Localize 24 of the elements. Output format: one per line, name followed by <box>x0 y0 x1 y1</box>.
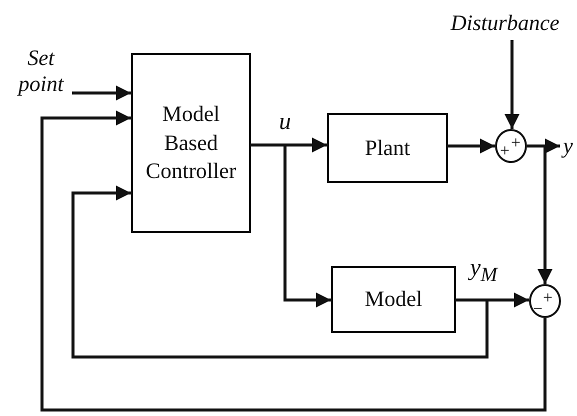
signal-arrow <box>40 110 546 412</box>
signal-arrow <box>251 144 331 308</box>
sign-label: + <box>511 134 521 151</box>
plant-block <box>327 113 448 183</box>
label-text: y <box>563 132 573 160</box>
block-label: Plant <box>364 134 410 162</box>
label-text: Set point <box>16 44 65 98</box>
block-label: Model Based Controller <box>144 100 238 186</box>
block-label: Model <box>364 285 422 314</box>
sign-label: + <box>500 142 510 159</box>
signal-arrow <box>72 186 488 358</box>
signal-label: u <box>279 110 291 134</box>
signal-arrow <box>448 138 495 154</box>
sign-label: + <box>543 289 553 306</box>
signal-arrow <box>504 40 520 129</box>
signal-label: y$_{M}$ <box>470 256 498 285</box>
summing-junction <box>495 129 527 163</box>
controller-block <box>131 53 251 233</box>
signal-arrow <box>72 86 131 100</box>
summing-junction <box>529 284 561 318</box>
model-block <box>331 266 456 333</box>
sign-label: − <box>533 300 543 317</box>
signal-arrow <box>527 144 552 284</box>
label-text: Disturbance <box>450 10 560 36</box>
